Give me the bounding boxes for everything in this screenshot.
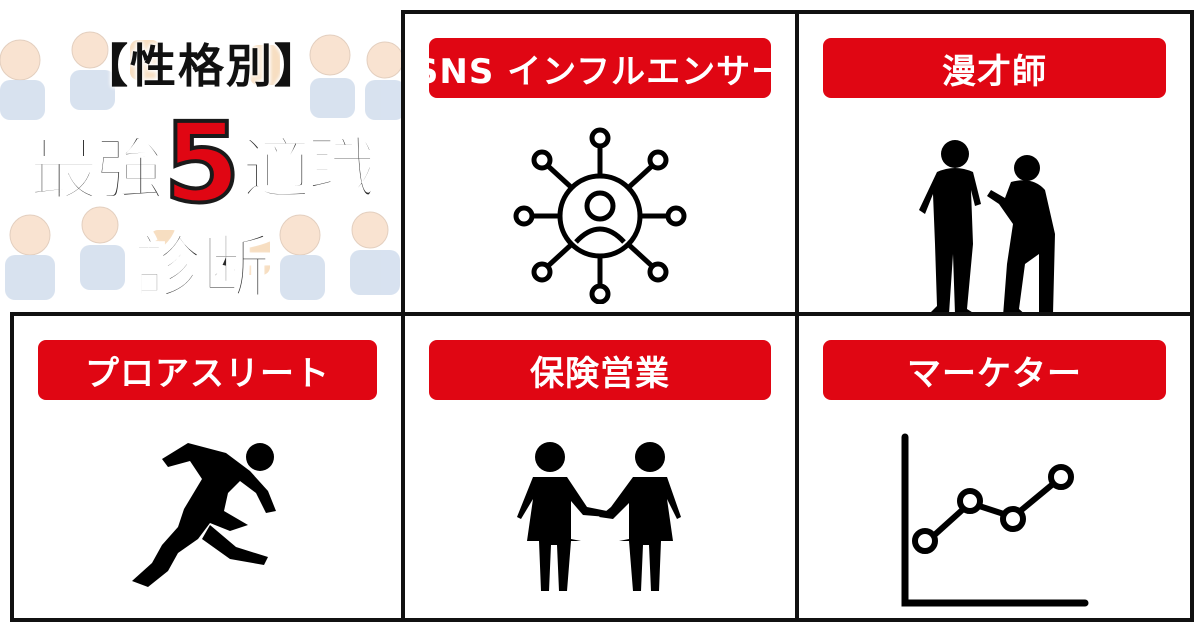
line-chart-icon xyxy=(901,433,1088,607)
sprinter-silhouette-icon xyxy=(131,443,276,587)
title-number-five: 5 xyxy=(162,99,243,227)
job-card-pro-athlete: プロアスリート xyxy=(10,312,405,622)
network-person-icon xyxy=(513,127,687,304)
job-label: SNS インフルエンサー xyxy=(414,38,785,98)
job-label: プロアスリート xyxy=(38,340,377,400)
job-label: 漫才師 xyxy=(823,38,1166,98)
title-strongest: 最強 xyxy=(29,130,165,211)
title-suitable-job: 適職 xyxy=(241,130,377,211)
background-people-illustration xyxy=(0,31,404,300)
job-card-sns-influencer: SNS インフルエンサー xyxy=(401,10,799,316)
title-line-3: 診断 xyxy=(133,228,271,309)
job-card-comedian: 漫才師 xyxy=(795,10,1194,318)
job-card-marketer: マーケター xyxy=(795,312,1194,622)
job-label: 保険営業 xyxy=(429,340,771,400)
handshake-people-icon xyxy=(517,442,681,591)
title-line-1: 【性格別】 xyxy=(82,39,322,93)
comedians-silhouette-icon xyxy=(918,140,1063,318)
title-line-2: 最強 5 適職 xyxy=(0,99,404,227)
title-area: 【性格別】 最強 5 適職 診断 xyxy=(0,0,404,316)
job-label: マーケター xyxy=(823,340,1166,400)
job-card-insurance-sales: 保険営業 xyxy=(401,312,799,622)
